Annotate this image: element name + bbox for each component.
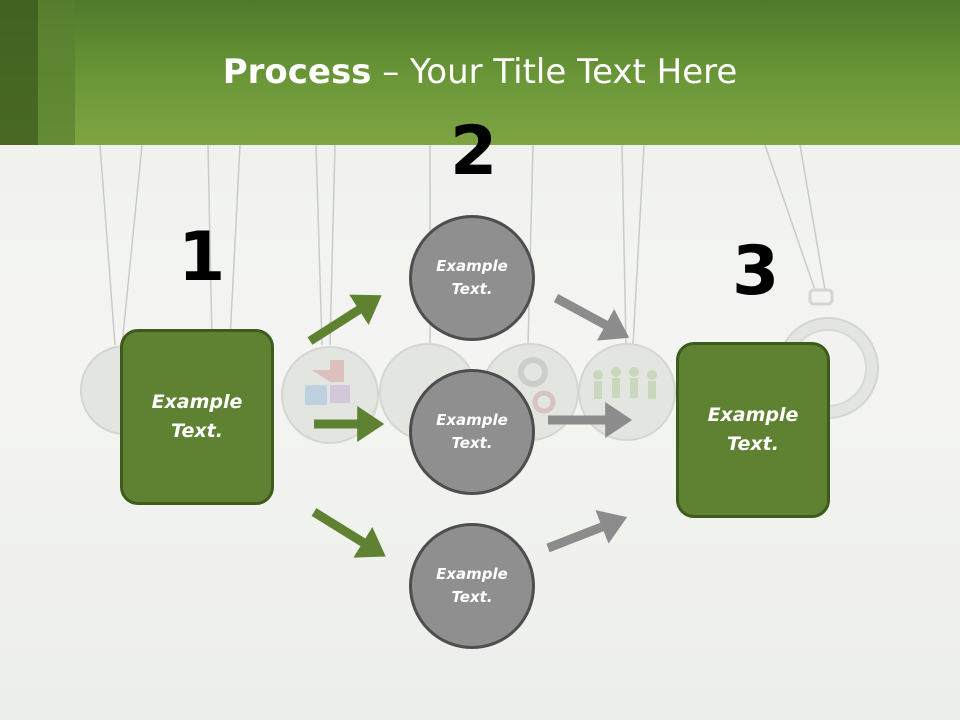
arrow-green-down: [311, 508, 386, 558]
header-accent-strip: [0, 0, 38, 145]
circle-text-line: Example: [436, 565, 508, 583]
arrow-gray-up: [546, 510, 628, 553]
slide-title: Process – Your Title Text Here: [0, 52, 960, 92]
box-text-line: Text.: [727, 433, 779, 455]
circle-text-line: Text.: [451, 588, 493, 606]
box-text-line: Text.: [171, 420, 223, 442]
circle-text-line: Example: [436, 257, 508, 275]
title-bold: Process: [222, 52, 372, 92]
box-text-line: Example: [707, 404, 799, 426]
arrow-green-up: [307, 294, 382, 345]
header-accent-strip: [38, 0, 75, 145]
box-text-line: Example: [151, 391, 243, 413]
circle-text-line: Example: [436, 411, 508, 429]
circle-text-line: Text.: [451, 434, 493, 452]
step-number-3: 3: [732, 232, 780, 311]
title-rest: – Your Title Text Here: [371, 52, 738, 92]
header-bar: [0, 0, 960, 145]
arrow-gray-down: [553, 294, 630, 341]
step-number-2: 2: [450, 112, 498, 191]
step-number-1: 1: [178, 218, 226, 297]
circle-text-line: Text.: [451, 280, 493, 298]
